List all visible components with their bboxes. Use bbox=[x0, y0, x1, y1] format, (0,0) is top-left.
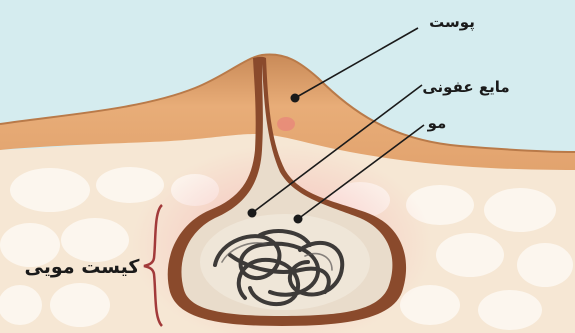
label-cyst: کیست مویی bbox=[25, 256, 141, 278]
pore-redness bbox=[277, 117, 295, 131]
label-pus: مایع عفونی bbox=[422, 78, 509, 96]
label-hair: مو bbox=[427, 114, 447, 132]
label-skin: پوست bbox=[429, 13, 475, 32]
